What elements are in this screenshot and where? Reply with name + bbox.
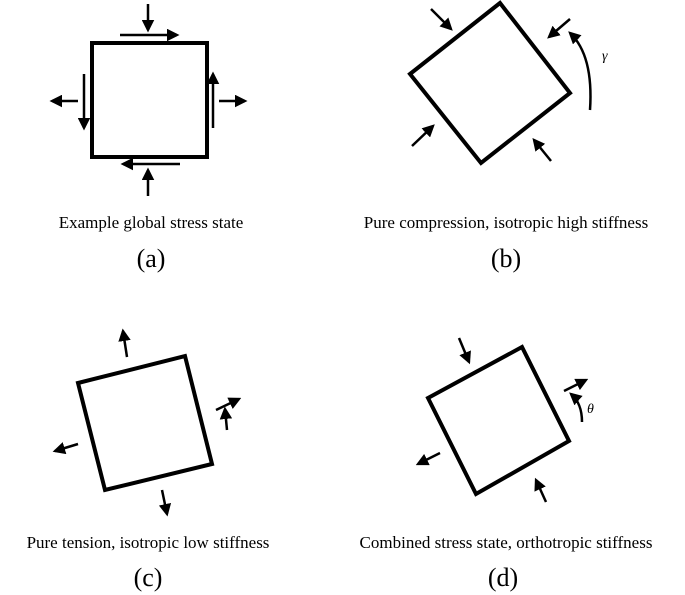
rotation-arrow-b: [568, 31, 592, 111]
rotation-symbol-d: θ: [587, 402, 594, 417]
compression-arrow-upper-left: [430, 8, 453, 31]
element-square-a: [90, 41, 209, 159]
panel-label-a: (a): [136, 244, 166, 273]
panel-label-d: (d): [487, 563, 519, 592]
panel-label-c: (c): [133, 563, 163, 592]
shear-stress-arrows-a: [77, 28, 220, 171]
tension-arrow-right-d: [563, 378, 589, 393]
element-square-d: [425, 344, 572, 497]
caption-d: Combined stress state, orthotropic stiff…: [359, 533, 653, 552]
compression-arrow-lower-right: [532, 138, 552, 162]
panel-label-b: (b): [490, 244, 522, 273]
tension-arrow-left-d: [415, 451, 441, 466]
tension-arrow-top: [118, 328, 131, 358]
tension-arrows-c: [52, 328, 242, 517]
caption-a: Example global stress state: [58, 213, 244, 232]
rotation-symbol-b: γ: [602, 49, 608, 64]
tension-arrow-left: [52, 442, 79, 455]
rotation-arrow-d: [569, 392, 584, 423]
compression-arrow-lower-left: [411, 124, 435, 147]
tension-arrow-right: [215, 397, 242, 412]
compression-arrow-upper-right: [547, 18, 571, 39]
panel-d-diagram: θ: [415, 337, 594, 503]
panel-c-diagram: [52, 328, 242, 517]
panel-a-diagram: [49, 4, 248, 196]
tension-arrow-bottom: [158, 489, 172, 517]
small-arrow-right-c: [219, 406, 233, 431]
caption-b: Pure compression, isotropic high stiffne…: [363, 213, 649, 232]
combined-arrows-d: [415, 337, 589, 503]
compression-arrows-b: [411, 8, 571, 162]
compression-arrow-bottom-d: [534, 477, 548, 503]
panel-b-diagram: γ: [407, 0, 608, 166]
element-square-c: [75, 353, 215, 493]
element-square-b: [407, 0, 573, 166]
normal-stress-arrows-a: [49, 4, 248, 196]
caption-c: Pure tension, isotropic low stiffness: [26, 533, 270, 552]
compression-arrow-top-d: [457, 337, 471, 365]
